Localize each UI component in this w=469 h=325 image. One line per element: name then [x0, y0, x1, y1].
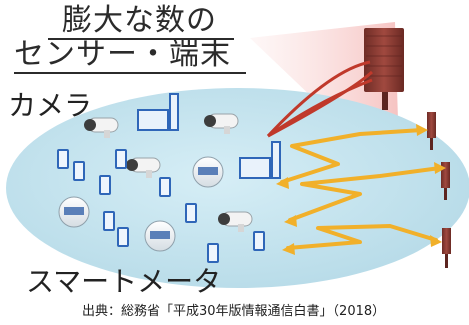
link-arrows: [280, 128, 442, 250]
camera-device-2: [204, 113, 239, 134]
repeater-tower-2: [441, 162, 450, 200]
repeater-tower-3: [442, 228, 451, 268]
beam-area: [250, 22, 398, 120]
camera-device-1: [84, 117, 119, 138]
title-underline-1: [48, 38, 234, 40]
repeater-tower-1: [427, 112, 436, 150]
smart-meter-label: スマートメータ: [26, 265, 222, 298]
camera-device-4: [218, 211, 253, 232]
sensor-device: [57, 149, 265, 263]
gateway-box-1: [137, 93, 179, 131]
title-line-2: センサー・端末: [14, 37, 231, 72]
arrow-heads: [276, 124, 446, 255]
smart-meter-2: [58, 196, 90, 228]
title-line-1: 膨大な数の: [62, 3, 217, 38]
source-caption: 出典：総務省「平成30年版情報通信白書」（2018）: [82, 304, 386, 319]
smart-meter-1: [192, 156, 224, 188]
smart-meter-3: [144, 220, 176, 252]
camera-label: カメラ: [8, 89, 93, 122]
camera-device-3: [126, 157, 161, 178]
gateway-box-2: [239, 141, 281, 179]
title-underline-2: [14, 72, 246, 74]
base-station-tower: [364, 28, 404, 110]
radio-wave: [266, 60, 374, 138]
